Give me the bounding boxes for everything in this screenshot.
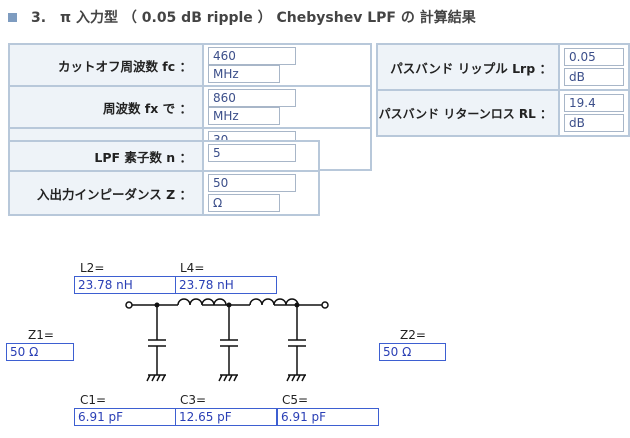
l2-coil-icon — [177, 298, 227, 306]
c5-value[interactable]: 6.91 pF — [277, 408, 379, 426]
z2-value[interactable]: 50 Ω — [379, 343, 446, 361]
section-heading: 3. π 入力型 （ 0.05 dB ripple ） Chebyshev LP… — [8, 6, 476, 28]
l4-value[interactable]: 23.78 nH — [175, 276, 277, 294]
l4-label: L4= — [180, 261, 205, 275]
c3-label: C3= — [180, 393, 207, 407]
return-loss-unit[interactable]: dB — [564, 114, 624, 132]
heading-bullet-icon — [8, 12, 17, 22]
cutoff-unit[interactable]: MHz — [208, 65, 280, 83]
impedance-input[interactable]: 50 — [208, 174, 296, 192]
cutoff-input[interactable]: 460 — [208, 47, 296, 65]
l2-value[interactable]: 23.78 nH — [74, 276, 176, 294]
element-panel: LPF 素子数 n ： 5 入出力インピーダンス Z ： 50 Ω — [8, 140, 320, 216]
c3-value[interactable]: 12.65 pF — [175, 408, 277, 426]
l4-coil-icon — [249, 298, 299, 306]
z1-label: Z1= — [28, 328, 54, 342]
c1-value[interactable]: 6.91 pF — [74, 408, 176, 426]
c1-capacitor-icon — [148, 305, 166, 375]
heading-text: 3. π 入力型 （ 0.05 dB ripple ） Chebyshev LP… — [31, 10, 476, 26]
return-loss-input[interactable]: 19.4 — [564, 94, 624, 112]
element-count-input[interactable]: 5 — [208, 144, 296, 162]
ripple-row: パスバンド リップル Lrp ： 0.05 dB — [376, 43, 630, 91]
ripple-input[interactable]: 0.05 — [564, 48, 624, 66]
z2-label: Z2= — [400, 328, 426, 342]
element-count-row: LPF 素子数 n ： 5 — [8, 140, 320, 172]
l2-label: L2= — [80, 261, 105, 275]
input-terminal — [125, 301, 133, 309]
fx-unit[interactable]: MHz — [208, 107, 280, 125]
c3-capacitor-icon — [220, 305, 238, 375]
c5-label: C5= — [282, 393, 309, 407]
return-loss-label: パスバンド リターンロス RL ： — [376, 89, 560, 137]
ripple-panel: パスバンド リップル Lrp ： 0.05 dB パスバンド リターンロス RL… — [376, 43, 630, 137]
cutoff-label: カットオフ周波数 fc ： — [8, 43, 204, 87]
z1-value[interactable]: 50 Ω — [6, 343, 74, 361]
ripple-unit[interactable]: dB — [564, 68, 624, 86]
impedance-row: 入出力インピーダンス Z ： 50 Ω — [8, 170, 320, 216]
element-count-label: LPF 素子数 n ： — [8, 140, 204, 172]
fx-row: 周波数 fx で ： 860 MHz — [8, 85, 372, 129]
output-terminal — [321, 301, 329, 309]
return-loss-row: パスバンド リターンロス RL ： 19.4 dB — [376, 89, 630, 137]
ground-icon — [146, 374, 306, 382]
c5-capacitor-icon — [288, 305, 306, 375]
c1-label: C1= — [80, 393, 107, 407]
fx-label: 周波数 fx で ： — [8, 85, 204, 129]
ripple-label: パスバンド リップル Lrp ： — [376, 43, 560, 91]
cutoff-row: カットオフ周波数 fc ： 460 MHz — [8, 43, 372, 87]
impedance-label: 入出力インピーダンス Z ： — [8, 170, 204, 216]
impedance-unit[interactable]: Ω — [208, 194, 280, 212]
